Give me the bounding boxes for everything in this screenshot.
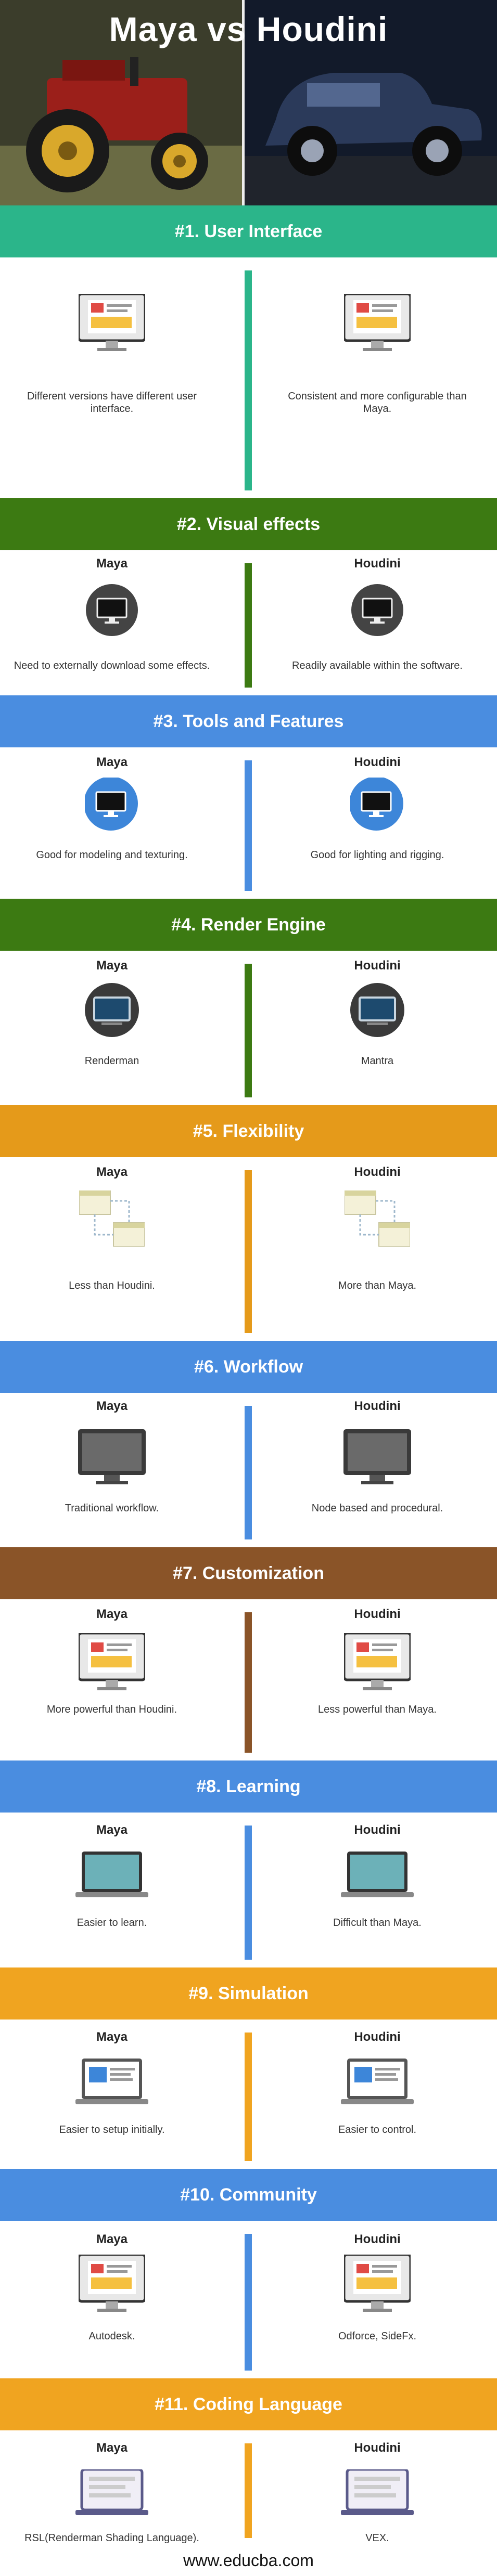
divider-line xyxy=(245,964,252,1097)
left-description: RSL(Renderman Shading Language). xyxy=(24,2532,199,2544)
footer-url: www.educba.com xyxy=(183,2551,314,2570)
left-column-title: Maya xyxy=(96,2030,128,2044)
left-description: More powerful than Houdini. xyxy=(46,1704,177,1715)
section-heading: #2. Visual effects xyxy=(0,498,497,550)
section-heading: #6. Workflow xyxy=(0,1341,497,1393)
left-description: Easier to learn. xyxy=(77,1917,147,1928)
divider-line xyxy=(245,2033,252,2161)
right-description: More than Maya. xyxy=(338,1280,417,1291)
divider-line xyxy=(245,1612,252,1753)
left-description: Less than Houdini. xyxy=(69,1280,155,1291)
right-column-title: Houdini xyxy=(354,1607,401,1621)
header-divider xyxy=(242,0,245,205)
right-description: Mantra xyxy=(361,1055,394,1067)
right-column-title: Houdini xyxy=(354,959,401,973)
monitor-doc-icon xyxy=(344,2255,411,2312)
left-description: Different versions have different user i… xyxy=(27,391,197,415)
right-column-title: Houdini xyxy=(354,1823,401,1837)
divider-line xyxy=(245,563,252,688)
monitor-doc-icon xyxy=(79,2255,145,2312)
right-column-title: Houdini xyxy=(354,1165,401,1179)
right-description: Less powerful than Maya. xyxy=(318,1704,437,1715)
laptop-icon xyxy=(75,1852,148,1897)
section-heading: #8. Learning xyxy=(0,1761,497,1813)
left-column-title: Maya xyxy=(96,1823,128,1837)
laptop-doc-icon xyxy=(341,2059,414,2104)
truck-photo xyxy=(245,0,497,205)
monitor-doc-icon xyxy=(344,1633,411,1690)
right-description: Readily available within the software. xyxy=(292,660,463,671)
divider-line xyxy=(245,2443,252,2538)
right-description: Easier to control. xyxy=(338,2124,417,2135)
laptop-outline-icon xyxy=(75,2469,148,2515)
divider-line xyxy=(245,760,252,891)
section-heading: #1. User Interface xyxy=(0,205,497,257)
dark-monitor-icon xyxy=(78,1429,146,1484)
left-column-title: Maya xyxy=(96,755,128,769)
left-column-title: Maya xyxy=(96,959,128,973)
divider-line xyxy=(245,2234,252,2371)
monitor-doc-icon xyxy=(79,294,145,351)
left-column-title: Maya xyxy=(96,1165,128,1179)
right-column-title: Houdini xyxy=(354,556,401,571)
blue-monitor-circle-icon xyxy=(85,778,139,832)
dark-monitor-icon xyxy=(343,1429,411,1484)
laptop-outline-icon xyxy=(341,2469,414,2515)
left-description: Traditional workflow. xyxy=(65,1503,159,1514)
right-column-title: Houdini xyxy=(354,2232,401,2246)
network-windows-icon xyxy=(79,1190,145,1247)
laptop-doc-icon xyxy=(75,2059,148,2104)
right-description: Odforce, SideFx. xyxy=(338,2331,417,2342)
left-column-title: Maya xyxy=(96,2232,128,2246)
section-heading: #4. Render Engine xyxy=(0,899,497,951)
network-windows-icon xyxy=(345,1190,410,1247)
section-heading: #7. Customization xyxy=(0,1547,497,1599)
section-heading: #10. Community xyxy=(0,2169,497,2221)
left-column-title: Maya xyxy=(96,1399,128,1413)
dark-screen-circle-icon xyxy=(350,983,404,1037)
page-title: Maya vs Houdini xyxy=(109,10,388,48)
right-column-title: Houdini xyxy=(354,2030,401,2044)
left-description: Good for modeling and texturing. xyxy=(36,849,188,861)
divider-line xyxy=(245,1170,252,1333)
right-description: Consistent and more configurable than Ma… xyxy=(288,391,467,415)
section-heading: #3. Tools and Features xyxy=(0,695,497,747)
left-description: Need to externally download some effects… xyxy=(14,660,210,671)
divider-line xyxy=(245,270,252,490)
divider-line xyxy=(245,1406,252,1539)
left-description: Autodesk. xyxy=(88,2331,135,2342)
tractor-photo xyxy=(0,0,242,205)
left-description: Renderman xyxy=(84,1055,139,1067)
section-heading: #9. Simulation xyxy=(0,1967,497,2020)
left-column-title: Maya xyxy=(96,2441,128,2455)
dark-monitor-circle-icon xyxy=(351,584,403,636)
dark-screen-circle-icon xyxy=(85,983,139,1037)
right-description: VEX. xyxy=(365,2532,389,2544)
dark-monitor-circle-icon xyxy=(86,584,138,636)
left-column-title: Maya xyxy=(96,556,128,571)
section-heading: #5. Flexibility xyxy=(0,1105,497,1157)
monitor-doc-icon xyxy=(344,294,411,351)
monitor-doc-icon xyxy=(79,1633,145,1690)
blue-monitor-circle-icon xyxy=(350,778,404,832)
header-banner: Maya vs Houdini xyxy=(0,0,497,205)
divider-line xyxy=(245,1826,252,1960)
right-column-title: Houdini xyxy=(354,2441,401,2455)
left-column-title: Maya xyxy=(96,1607,128,1621)
section-heading: #11. Coding Language xyxy=(0,2378,497,2430)
right-description: Node based and procedural. xyxy=(311,1503,443,1514)
right-description: Good for lighting and rigging. xyxy=(310,849,444,861)
right-column-title: Houdini xyxy=(354,1399,401,1413)
right-column-title: Houdini xyxy=(354,755,401,769)
right-description: Difficult than Maya. xyxy=(333,1917,422,1928)
laptop-icon xyxy=(341,1852,414,1897)
left-description: Easier to setup initially. xyxy=(59,2124,165,2135)
